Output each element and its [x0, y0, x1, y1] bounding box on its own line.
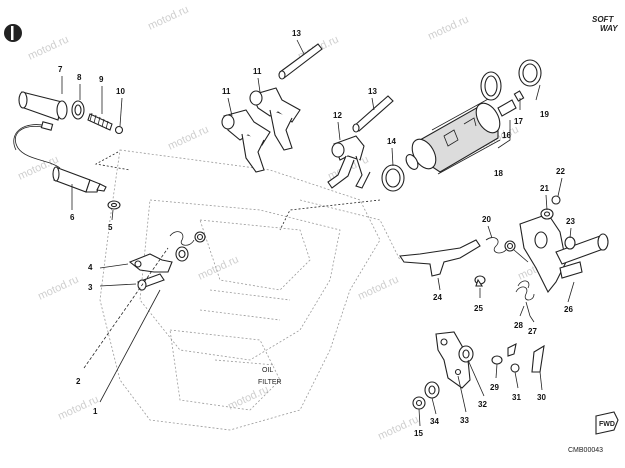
label-part-10: 10: [116, 87, 125, 96]
part-11-fork-upper: [249, 87, 301, 151]
label-part-12: 12: [333, 111, 342, 120]
part-9-spring: [87, 112, 113, 131]
part-13-shaft-upper: [278, 43, 323, 80]
watermark: motod.ru: [196, 253, 240, 282]
label-part-28: 28: [514, 321, 523, 330]
label-part-1: 1: [93, 407, 98, 416]
label-part-15: 15: [414, 429, 423, 438]
logo-bar: [11, 26, 14, 40]
leader-lines: [61, 39, 575, 427]
part-19-ring: [518, 59, 542, 87]
label-part-29: 29: [490, 383, 499, 392]
part-17-pin: [513, 90, 525, 102]
label-part-20: 20: [482, 215, 491, 224]
label-part-33: 33: [460, 416, 469, 425]
watermark: motod.ru: [166, 123, 210, 152]
label-part-26: 26: [564, 305, 573, 314]
watermark: motod.ru: [36, 273, 80, 302]
fwd-mark: FWD: [595, 411, 619, 435]
label-part-8: 8: [77, 73, 82, 82]
part-29-washer: [491, 355, 503, 365]
label-part-32: 32: [478, 400, 487, 409]
label-part-27: 27: [528, 327, 537, 336]
engine-oil-text: OIL: [262, 367, 273, 374]
watermark: motod.ru: [426, 13, 470, 42]
diagram-code: CMB00043: [568, 447, 603, 454]
label-part-13-upper: 13: [292, 29, 301, 38]
part-20-spring: [485, 237, 529, 263]
label-part-21: 21: [540, 184, 549, 193]
part-27-spring: [515, 280, 535, 317]
part-8-ring: [71, 100, 85, 120]
label-part-7: 7: [58, 65, 63, 74]
label-part-17: 17: [514, 117, 523, 126]
label-part-22: 22: [556, 167, 565, 176]
part-2-spring: [169, 231, 206, 246]
part-21-washer: [540, 208, 554, 220]
part-26-shift-shaft: [519, 213, 609, 294]
watermark: motod.ru: [26, 33, 70, 62]
label-part-11-lower: 11: [222, 87, 231, 96]
label-part-30: 30: [537, 393, 546, 402]
part-22-nut: [551, 195, 561, 205]
fwd-text: FWD: [599, 421, 615, 428]
label-part-5: 5: [108, 223, 113, 232]
label-part-13-lower: 13: [368, 87, 377, 96]
part-24-stopper-plate: [399, 239, 481, 277]
part-13-shaft-lower: [352, 95, 394, 133]
part-12-fork: [327, 135, 371, 189]
label-part-14: 14: [387, 137, 396, 146]
brand-mark: SOFT WAY: [592, 15, 618, 33]
part-18-shift-drum: [405, 97, 517, 175]
part-23-collar: [564, 236, 576, 250]
engine-case-outline: [99, 149, 401, 431]
part-3-bolt: [137, 273, 165, 291]
label-part-18: 18: [494, 169, 503, 178]
part-11-fork-lower: [221, 109, 271, 173]
part-7-tube: [18, 91, 68, 121]
brand-line2: WAY: [600, 24, 618, 33]
label-part-19: 19: [540, 110, 549, 119]
watermark: motod.ru: [226, 383, 270, 412]
part-10-ball: [114, 125, 124, 135]
engine-filter-text: FILTER: [258, 379, 282, 386]
part-33-shift-arm: [435, 331, 471, 389]
watermark: motod.ru: [146, 3, 190, 32]
part-32-bushing: [458, 345, 474, 363]
part-5-washer: [107, 200, 121, 210]
part-31-washer: [510, 363, 520, 373]
part-25-bolt: [474, 275, 486, 287]
label-part-16: 16: [502, 131, 511, 140]
part-4-arm: [128, 253, 173, 273]
part-15-ring: [480, 71, 502, 101]
watermark: motod.ru: [356, 273, 400, 302]
manual-logo: [4, 24, 22, 42]
label-part-23: 23: [566, 217, 575, 226]
part-15-washer-lower: [412, 396, 426, 410]
label-part-3: 3: [88, 283, 93, 292]
label-part-6: 6: [70, 213, 75, 222]
label-part-4: 4: [88, 263, 93, 272]
brand-line1: SOFT: [592, 15, 614, 24]
label-part-25: 25: [474, 304, 483, 313]
label-part-31: 31: [512, 393, 521, 402]
label-part-34: 34: [430, 417, 439, 426]
label-part-11-upper: 11: [253, 67, 262, 76]
part-14-ring: [381, 164, 405, 192]
part-6-sensor: [13, 121, 107, 193]
part-4-washer: [175, 246, 189, 262]
label-part-2: 2: [76, 377, 81, 386]
part-34-washer: [424, 381, 440, 399]
label-part-24: 24: [433, 293, 442, 302]
part-labels: 7 8 9 10 6 5 4 3 2 1 11 11 13 12 13 14 1…: [58, 29, 575, 438]
label-part-9: 9: [99, 75, 104, 84]
